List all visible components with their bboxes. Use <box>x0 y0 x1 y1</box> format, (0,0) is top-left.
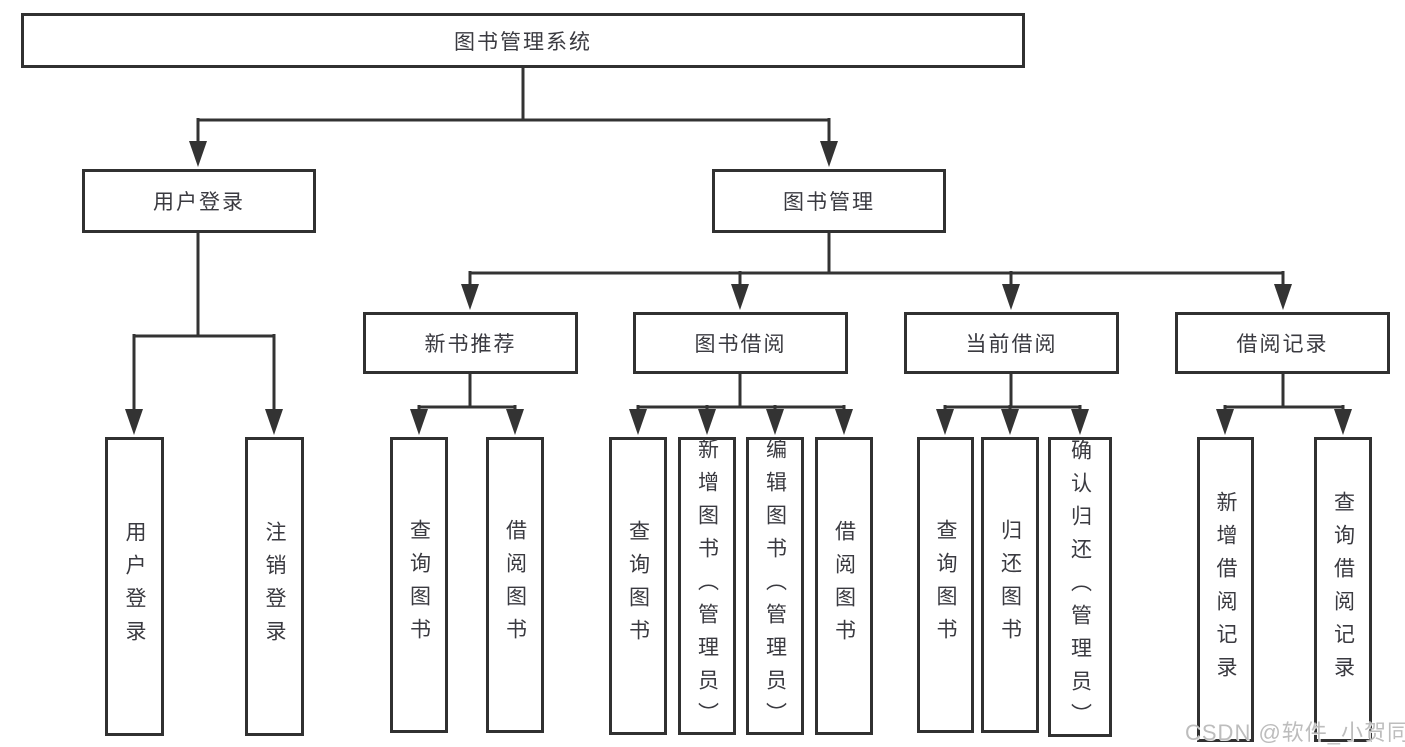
leaf-borrow-books-recommend: 借阅图书 <box>486 437 544 733</box>
node-library-management-system: 图书管理系统 <box>21 13 1025 68</box>
leaf-confirm-return-admin: 确认归还（管理员） <box>1048 437 1112 737</box>
node-book-management: 图书管理 <box>712 169 946 233</box>
node-user-login: 用户登录 <box>82 169 316 233</box>
node-current-borrowing: 当前借阅 <box>904 312 1119 374</box>
leaf-query-borrow-record: 查询借阅记录 <box>1314 437 1372 742</box>
leaf-query-books-current: 查询图书 <box>917 437 974 733</box>
node-label: 借阅记录 <box>1236 333 1329 356</box>
node-label: 新书推荐 <box>424 333 517 356</box>
node-label: 查询图书 <box>407 519 431 651</box>
node-label: 查询借阅记录 <box>1331 490 1355 689</box>
leaf-return-book: 归还图书 <box>981 437 1039 733</box>
node-label: 归还图书 <box>998 519 1022 651</box>
node-book-borrowing: 图书借阅 <box>633 312 848 374</box>
node-label: 用户登录 <box>123 520 146 653</box>
leaf-add-book-admin: 新增图书（管理员） <box>678 437 736 735</box>
node-label: 图书借阅 <box>694 333 787 356</box>
node-label: 用户登录 <box>153 191 245 214</box>
leaf-edit-book-admin: 编辑图书（管理员） <box>746 437 804 735</box>
node-borrowing-records: 借阅记录 <box>1175 312 1390 374</box>
node-label: 注销登录 <box>263 520 286 653</box>
node-label: 图书管理 <box>783 191 875 214</box>
leaf-query-books-borrowing: 查询图书 <box>609 437 667 735</box>
arrowhead-icons <box>125 141 1352 435</box>
leaf-user-login: 用户登录 <box>105 437 164 736</box>
leaf-query-books-recommend: 查询图书 <box>390 437 448 733</box>
node-label: 查询图书 <box>934 519 957 651</box>
node-label: 新增图书（管理员） <box>695 437 719 735</box>
node-label: 编辑图书（管理员） <box>763 437 787 735</box>
leaf-add-borrow-record: 新增借阅记录 <box>1197 437 1254 742</box>
node-label: 当前借阅 <box>965 333 1058 356</box>
node-label: 查询图书 <box>626 520 650 652</box>
node-new-book-recommend: 新书推荐 <box>363 312 578 374</box>
node-label: 新增借阅记录 <box>1214 490 1237 689</box>
node-label: 图书管理系统 <box>454 30 592 54</box>
watermark: CSDN @软件_小贺同学 <box>1185 720 1405 745</box>
node-label: 借阅图书 <box>832 520 856 652</box>
leaf-borrow-books-borrowing: 借阅图书 <box>815 437 873 735</box>
leaf-logout: 注销登录 <box>245 437 304 736</box>
node-label: 确认归还（管理员） <box>1068 438 1092 736</box>
node-label: 借阅图书 <box>503 519 527 651</box>
